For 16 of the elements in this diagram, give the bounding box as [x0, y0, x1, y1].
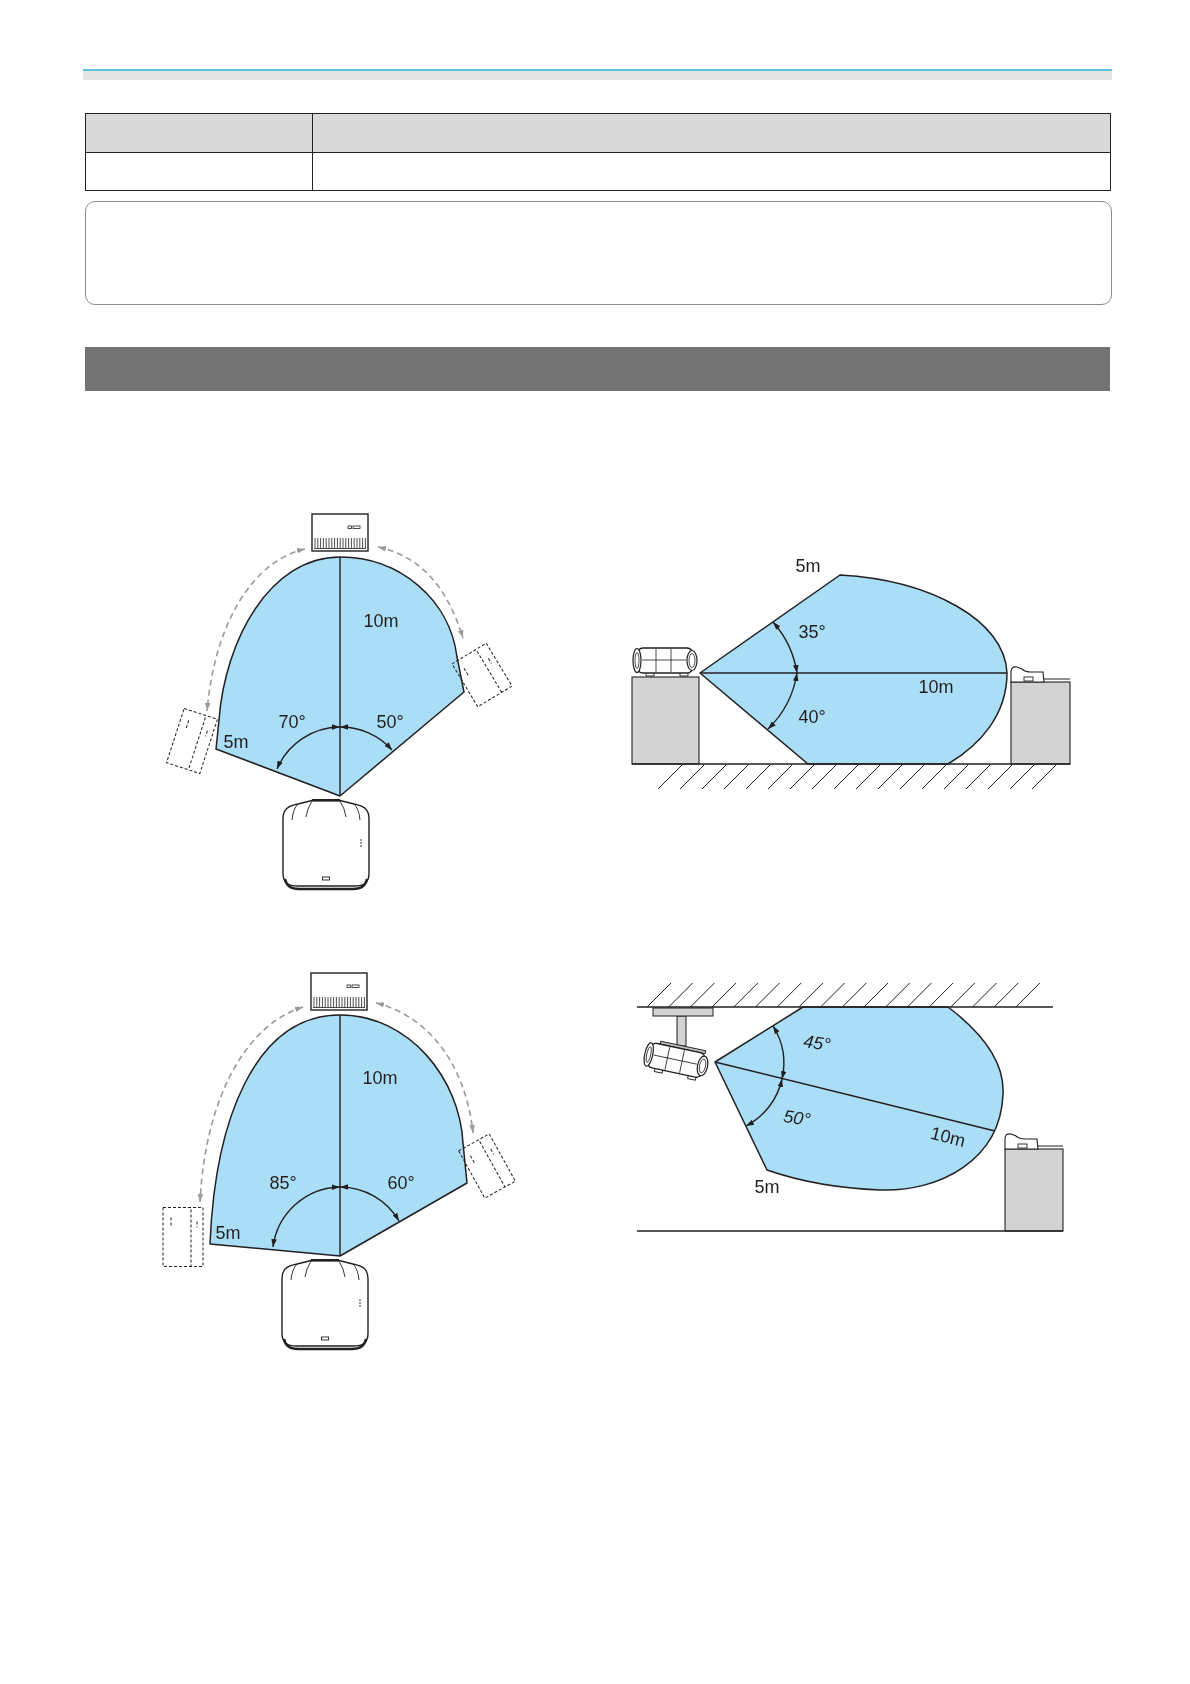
- angle-label: 45°: [802, 1031, 832, 1055]
- angle-label: 50°: [782, 1106, 812, 1130]
- angle-label: 60°: [387, 1173, 415, 1193]
- distance-label: 5m: [215, 1223, 241, 1243]
- distance-label: 5m: [223, 732, 249, 752]
- angle-label: 70°: [278, 712, 306, 732]
- angle-label: 35°: [798, 622, 826, 642]
- distance-label: 10m: [928, 1123, 968, 1151]
- distance-label: 5m: [795, 556, 821, 576]
- distance-label: 10m: [362, 1068, 398, 1088]
- distance-label: 10m: [363, 611, 399, 631]
- angle-label: 50°: [376, 712, 404, 732]
- distance-label: 5m: [754, 1177, 780, 1197]
- distance-label: 10m: [918, 677, 954, 697]
- angle-label: 85°: [269, 1173, 297, 1193]
- angle-label: 40°: [798, 707, 826, 727]
